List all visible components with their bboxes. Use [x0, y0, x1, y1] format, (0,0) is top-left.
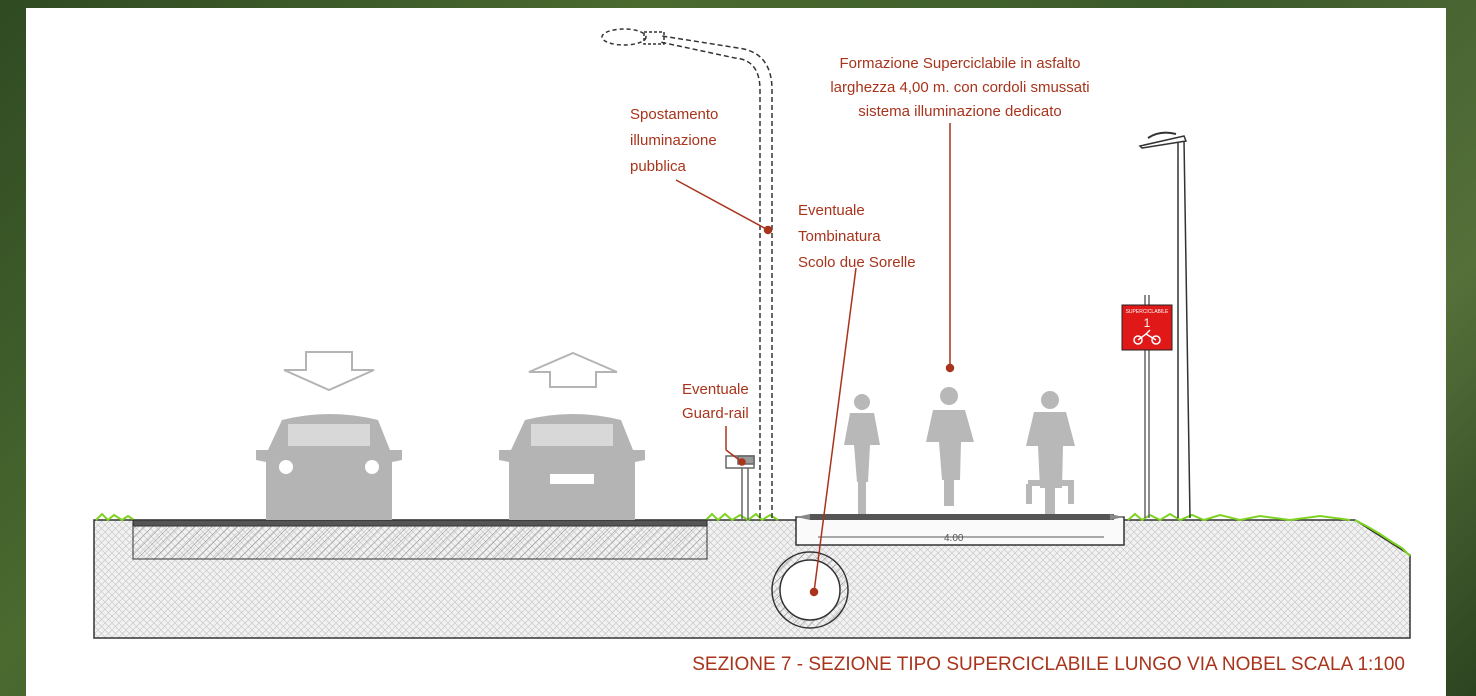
label-tombinatura: Eventuale Tombinatura Scolo due Sorelle — [798, 202, 916, 271]
street-lamp — [1138, 131, 1191, 519]
cyclist-1 — [844, 394, 880, 514]
cyclist-3 — [1026, 391, 1075, 514]
road-pavement — [132, 519, 708, 560]
svg-text:pubblica: pubblica — [630, 158, 687, 175]
cycle-lane: 4.00 — [795, 514, 1125, 546]
svg-text:Spostamento: Spostamento — [630, 106, 718, 123]
superciclabile-sign: SUPERCICLABILE 1 — [1121, 295, 1173, 518]
sign-title: SUPERCICLABILE — [1126, 309, 1169, 315]
svg-text:larghezza 4,00 m. con cordoli: larghezza 4,00 m. con cordoli smussati — [830, 79, 1089, 96]
section-caption: SEZIONE 7 - SEZIONE TIPO SUPERCICLABILE … — [692, 654, 1405, 675]
label-illumination: Spostamento illuminazione pubblica — [630, 106, 718, 175]
drainage-pipe — [771, 551, 849, 629]
cyclist-2 — [926, 387, 974, 506]
leader-lines — [675, 123, 955, 597]
car-right — [499, 414, 645, 520]
svg-text:sistema illuminazione dedicato: sistema illuminazione dedicato — [858, 103, 1061, 120]
svg-text:Guard-rail: Guard-rail — [682, 405, 749, 422]
guard-rail — [725, 455, 755, 520]
bicycle-icon — [1133, 329, 1161, 345]
label-guardrail: Eventuale Guard-rail — [682, 381, 749, 422]
svg-text:illuminazione: illuminazione — [630, 132, 717, 149]
arrow-down-icon — [283, 351, 375, 392]
arrow-up-icon — [528, 351, 618, 388]
grass — [95, 512, 1411, 557]
dimension-label: 4.00 — [944, 533, 964, 544]
relocated-street-lamp — [601, 28, 773, 518]
car-left — [256, 414, 402, 520]
svg-text:Eventuale: Eventuale — [682, 381, 749, 398]
svg-text:Eventuale: Eventuale — [798, 202, 865, 219]
label-superciclabile: Formazione Superciclabile in asfalto lar… — [830, 55, 1089, 120]
svg-text:Scolo due Sorelle: Scolo due Sorelle — [798, 254, 916, 271]
svg-text:Tombinatura: Tombinatura — [798, 228, 881, 245]
sign-number: 1 — [1144, 316, 1151, 330]
svg-text:Formazione Superciclabile in a: Formazione Superciclabile in asfalto — [840, 55, 1081, 72]
